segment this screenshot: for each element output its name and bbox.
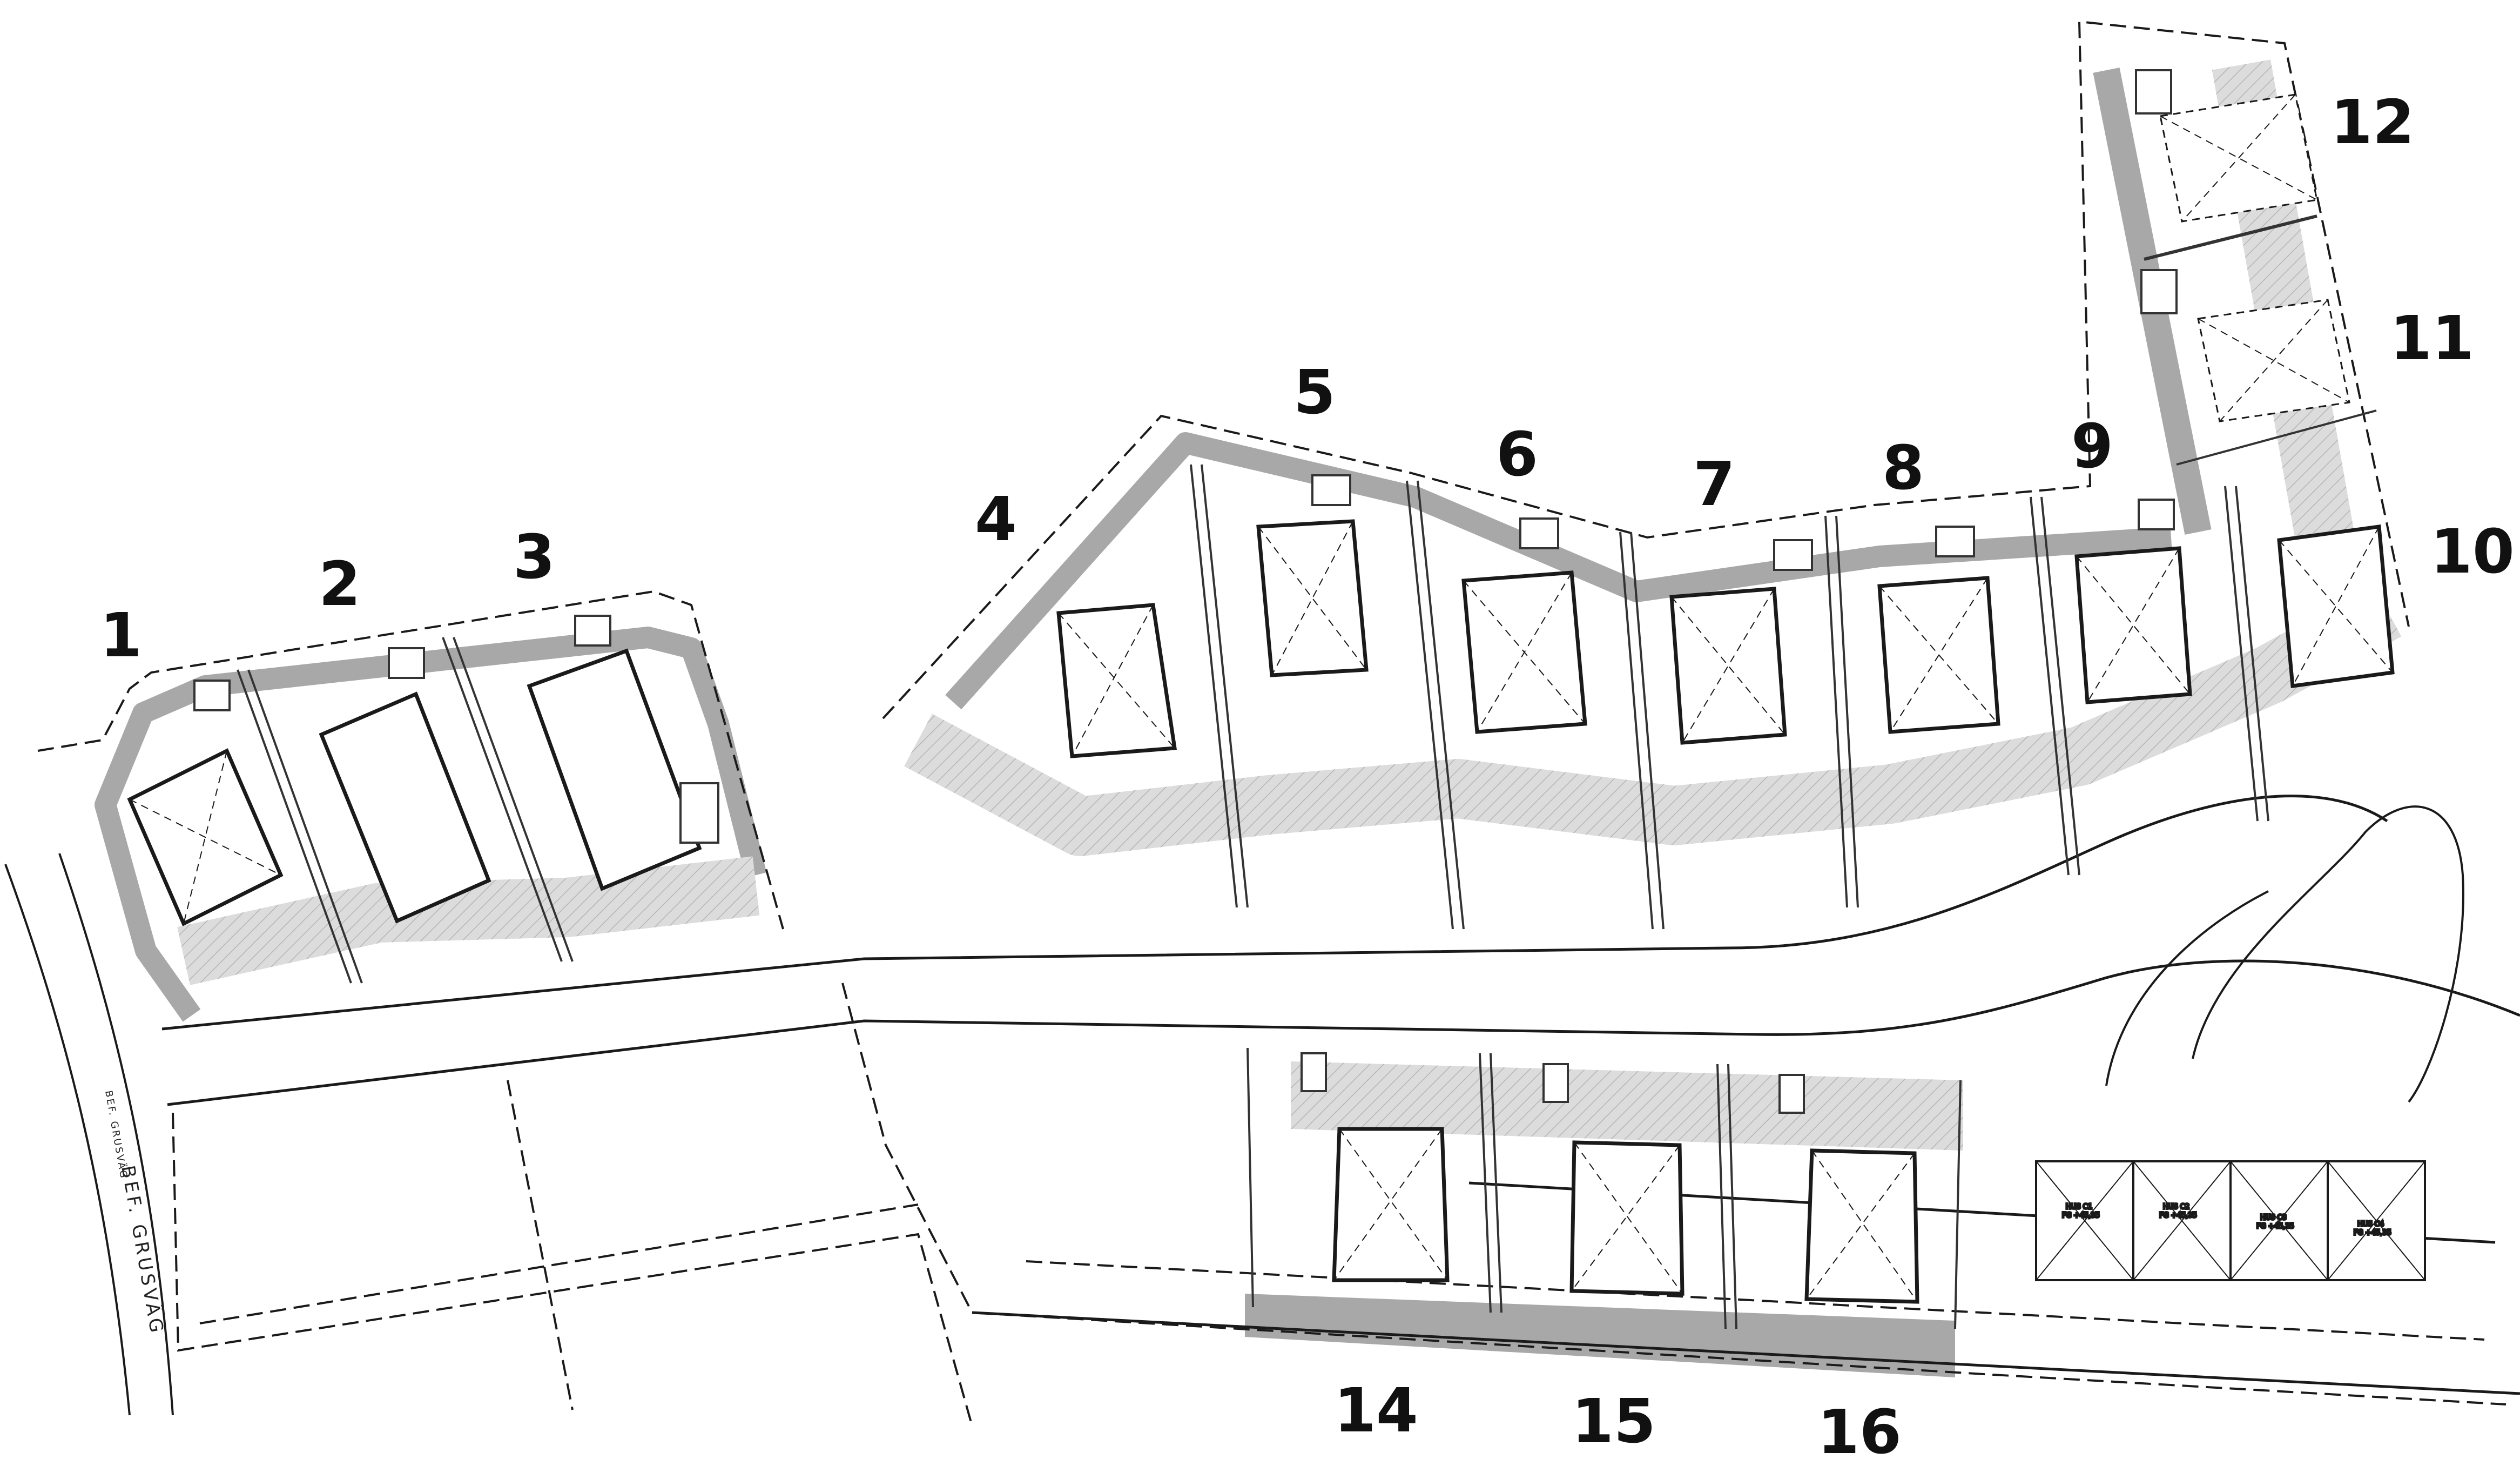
plot-label-3: 3 <box>513 522 555 593</box>
plot-label-14: 14 <box>1334 1376 1418 1446</box>
property-line-south-lot <box>841 983 2506 1405</box>
garage-label-c4-line2: FG +45,35 <box>2354 1229 2391 1237</box>
gravel-road-west-edge-2 <box>58 853 174 1416</box>
garage-label-c4-line1: HUS C4 <box>2357 1220 2384 1228</box>
hatched-band-west-group <box>177 856 760 985</box>
house-plot-6 <box>1461 570 1587 734</box>
sheds <box>193 69 2178 1114</box>
property-line-west-group <box>37 590 784 930</box>
plot-label-11: 11 <box>2390 304 2474 374</box>
road-label-gravel-2: BEF. GRUSVÄG <box>117 1164 168 1337</box>
house-plot-16 <box>1804 1148 1919 1304</box>
roads <box>4 795 2520 1416</box>
house-plot-3 <box>527 648 702 891</box>
hatched-band-north-row <box>904 584 2402 856</box>
parcel-line-3 <box>1026 1260 2485 1341</box>
plot-division-lines <box>237 214 2377 1329</box>
plot-label-6: 6 <box>1496 420 1538 490</box>
garage-label-c2-line1: HUS C2 <box>2163 1203 2189 1211</box>
property-line-north-row <box>882 20 2410 719</box>
garage-label-c2-line2: FG +45,35 <box>2159 1212 2197 1220</box>
plot-label-5: 5 <box>1293 358 1336 428</box>
south-road-edge-2 <box>972 1311 2520 1395</box>
garage-label-c3-line2: FG +45,35 <box>2256 1222 2294 1230</box>
house-plot-15 <box>1569 1140 1685 1296</box>
garage-label-c1-line1: HUS C1 <box>2066 1203 2092 1211</box>
property-line-west-lot <box>172 1112 973 1427</box>
garage-block: HUS C1 FG +45,35 HUS C2 FG +45,35 HUS C3… <box>2035 1160 2426 1281</box>
plot-label-7: 7 <box>1693 449 1735 520</box>
main-road-south-edge <box>167 959 2520 1106</box>
garage-label-c1-line2: FG +45,35 <box>2062 1212 2100 1220</box>
house-plot-2 <box>319 691 491 924</box>
loop-road-outer <box>2192 805 2464 1103</box>
house-plot-12 <box>2159 93 2318 223</box>
plot-label-8: 8 <box>1882 433 1924 503</box>
plot-label-10: 10 <box>2430 517 2515 587</box>
plot-label-16: 16 <box>1817 1397 1902 1468</box>
house-plot-1 <box>127 748 284 926</box>
house-plot-14 <box>1332 1127 1450 1282</box>
plot-labels: 1 2 3 4 5 6 7 8 9 10 11 12 14 15 16 <box>100 88 2515 1468</box>
boundary-band-south-row <box>1245 1294 1955 1377</box>
house-plot-9 <box>2074 546 2192 704</box>
house-plot-7 <box>1669 587 1787 745</box>
plot-label-1: 1 <box>100 601 142 671</box>
plot-label-4: 4 <box>975 485 1017 555</box>
loop-road-inner <box>2105 890 2269 1086</box>
plot-label-12: 12 <box>2330 88 2415 158</box>
house-plot-11 <box>2197 299 2350 422</box>
house-plot-5 <box>1256 519 1369 677</box>
house-plot-4 <box>1056 603 1177 758</box>
plot-label-2: 2 <box>319 549 361 620</box>
main-road-north-edge <box>161 795 2388 1031</box>
houses <box>127 93 2395 1304</box>
gravel-road-west-edge-1 <box>4 864 131 1416</box>
house-plot-10 <box>2277 524 2395 688</box>
property-lines <box>37 20 2506 1427</box>
garage-label-c3-line1: HUS C3 <box>2260 1214 2287 1222</box>
house-plot-8 <box>1877 576 2000 734</box>
plot-label-15: 15 <box>1572 1387 1656 1457</box>
parcel-line-1 <box>507 1080 574 1410</box>
parcel-line-2 <box>199 1203 919 1324</box>
plot-label-9: 9 <box>2071 412 2113 482</box>
